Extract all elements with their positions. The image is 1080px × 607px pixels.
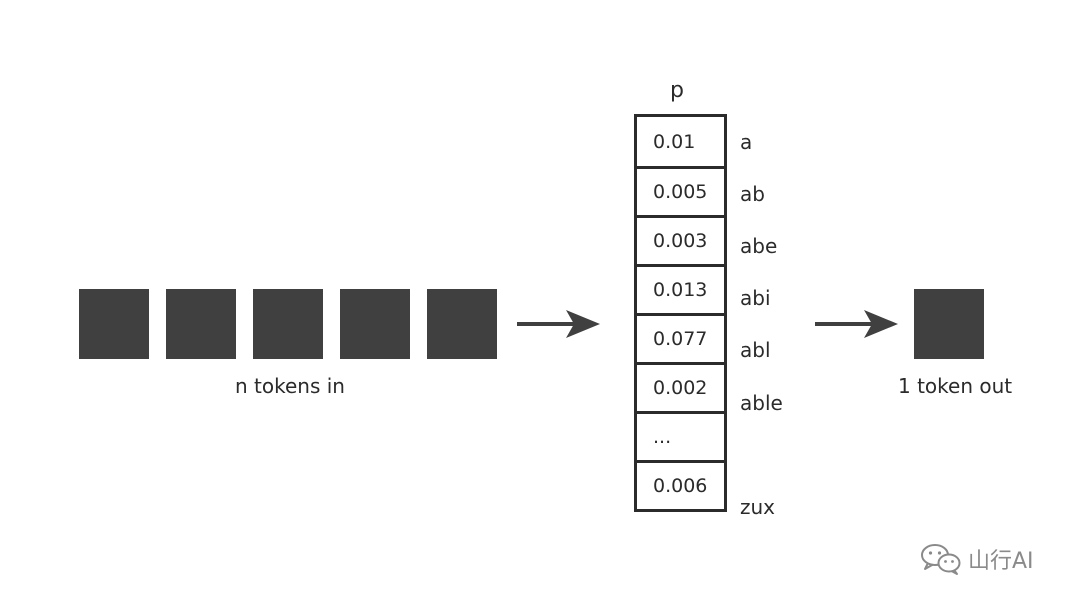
vocab-token-label: abi (740, 286, 771, 310)
probability-cell: 0.077 (637, 313, 724, 362)
arrow-right-icon (517, 310, 600, 338)
watermark-text: 山行AI (968, 549, 1034, 574)
vocab-token-label: abl (740, 338, 771, 362)
input-token (253, 289, 323, 359)
probability-cell: 0.002 (637, 362, 724, 411)
output-token (914, 289, 984, 359)
vocab-token-label: ab (740, 182, 765, 206)
input-token (166, 289, 236, 359)
probability-cell: 0.006 (637, 460, 724, 509)
probability-header: p (670, 78, 684, 103)
vocab-token-label: abe (740, 234, 778, 258)
output-caption: 1 token out (898, 374, 1013, 398)
watermark: 山行AI (920, 542, 1034, 576)
probability-cell: ... (637, 411, 724, 460)
input-token (79, 289, 149, 359)
input-token (427, 289, 497, 359)
arrow-right-icon (815, 310, 898, 338)
probability-cell: 0.01 (653, 130, 696, 153)
input-caption: n tokens in (235, 374, 345, 398)
wechat-icon (921, 544, 961, 575)
input-token (340, 289, 410, 359)
vocab-token-label: zux (740, 495, 776, 519)
vocab-token-label: able (740, 391, 783, 415)
probability-cell: 0.005 (637, 166, 724, 215)
vocab-token-label: a (740, 130, 753, 154)
probability-table: 0.01 0.005 0.003 0.013 0.077 0.002 ... 0… (634, 114, 727, 512)
probability-cell: 0.003 (637, 215, 724, 264)
probability-cell: 0.013 (637, 264, 724, 313)
